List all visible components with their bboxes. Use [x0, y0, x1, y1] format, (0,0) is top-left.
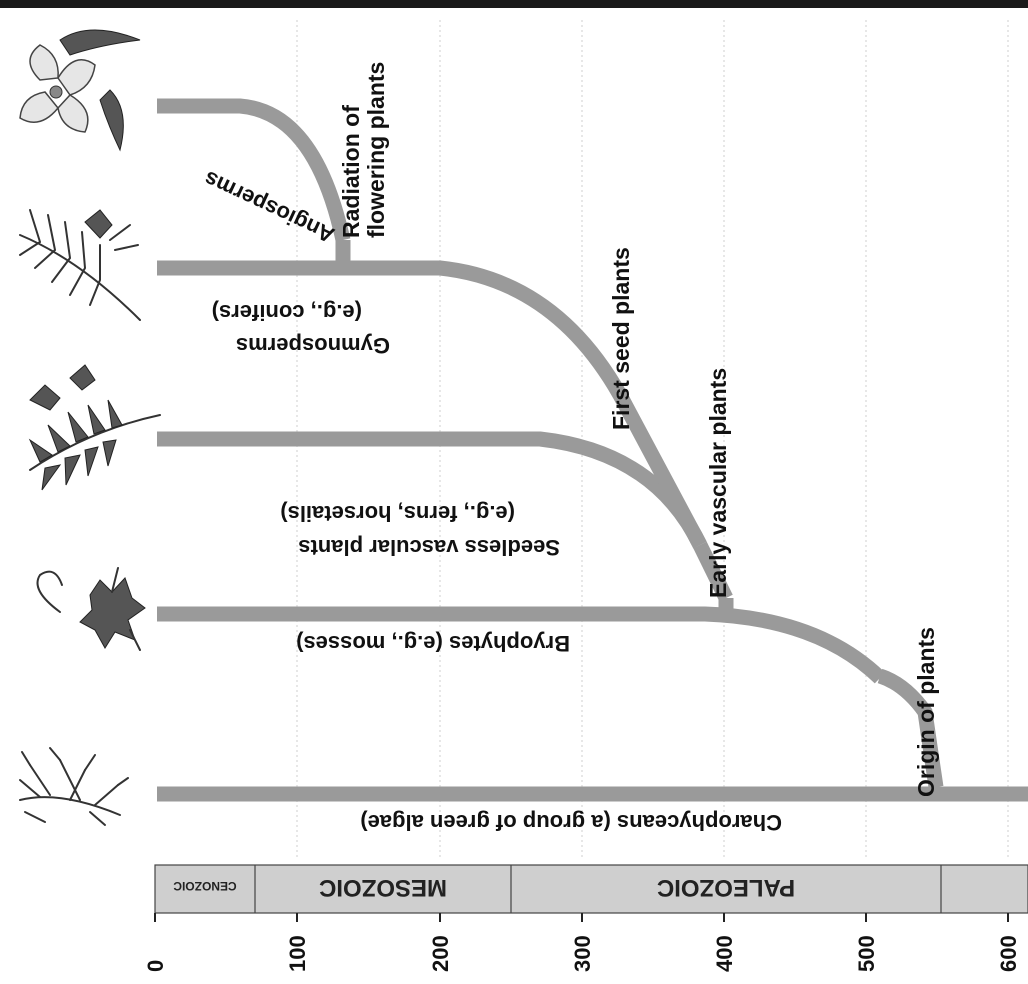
flower-icon — [20, 30, 140, 150]
tick-100: 100 — [285, 935, 310, 972]
fern-icon — [30, 365, 160, 490]
event-origin-of-plants: Origin of plants — [913, 627, 939, 797]
time-axis: 0 100 200 300 400 500 600 — [143, 913, 1021, 972]
era-cenozoic: CENOZOIC — [173, 879, 237, 893]
era-mesozoic: MESOZOIC — [319, 874, 447, 901]
green-algae-icon — [20, 748, 128, 825]
label-charophyceans: Charophyceans (a group of green algae) — [360, 810, 782, 835]
tick-0: 0 — [143, 960, 168, 972]
label-gymnosperms-line2: (e.g., conifers) — [212, 300, 362, 325]
branch-seedless — [157, 439, 700, 545]
conifer-icon — [20, 210, 140, 320]
era-paleozoic: PALEOZOIC — [657, 874, 795, 901]
moss-icon — [38, 568, 146, 650]
label-seedless-line1: Seedless vascular plants — [298, 535, 560, 560]
label-bryophytes: Bryophytes (e.g., mosses) — [296, 631, 570, 656]
event-early-vascular-plants: Early vascular plants — [705, 368, 731, 598]
tick-500: 500 — [854, 935, 879, 972]
tick-300: 300 — [570, 935, 595, 972]
tick-400: 400 — [712, 935, 737, 972]
label-seedless-line2: (e.g., ferns, horsetails) — [280, 501, 515, 526]
era-timescale: CENOZOIC MESOZOIC PALEOZOIC — [155, 865, 1028, 913]
tick-200: 200 — [428, 935, 453, 972]
tick-600: 600 — [996, 935, 1021, 972]
label-gymnosperms-line1: Gymnosperms — [236, 333, 390, 358]
event-radiation-line1: Radiation of — [338, 105, 364, 238]
event-first-seed-plants: First seed plants — [608, 247, 634, 430]
event-radiation-line2: flowering plants — [363, 62, 389, 238]
